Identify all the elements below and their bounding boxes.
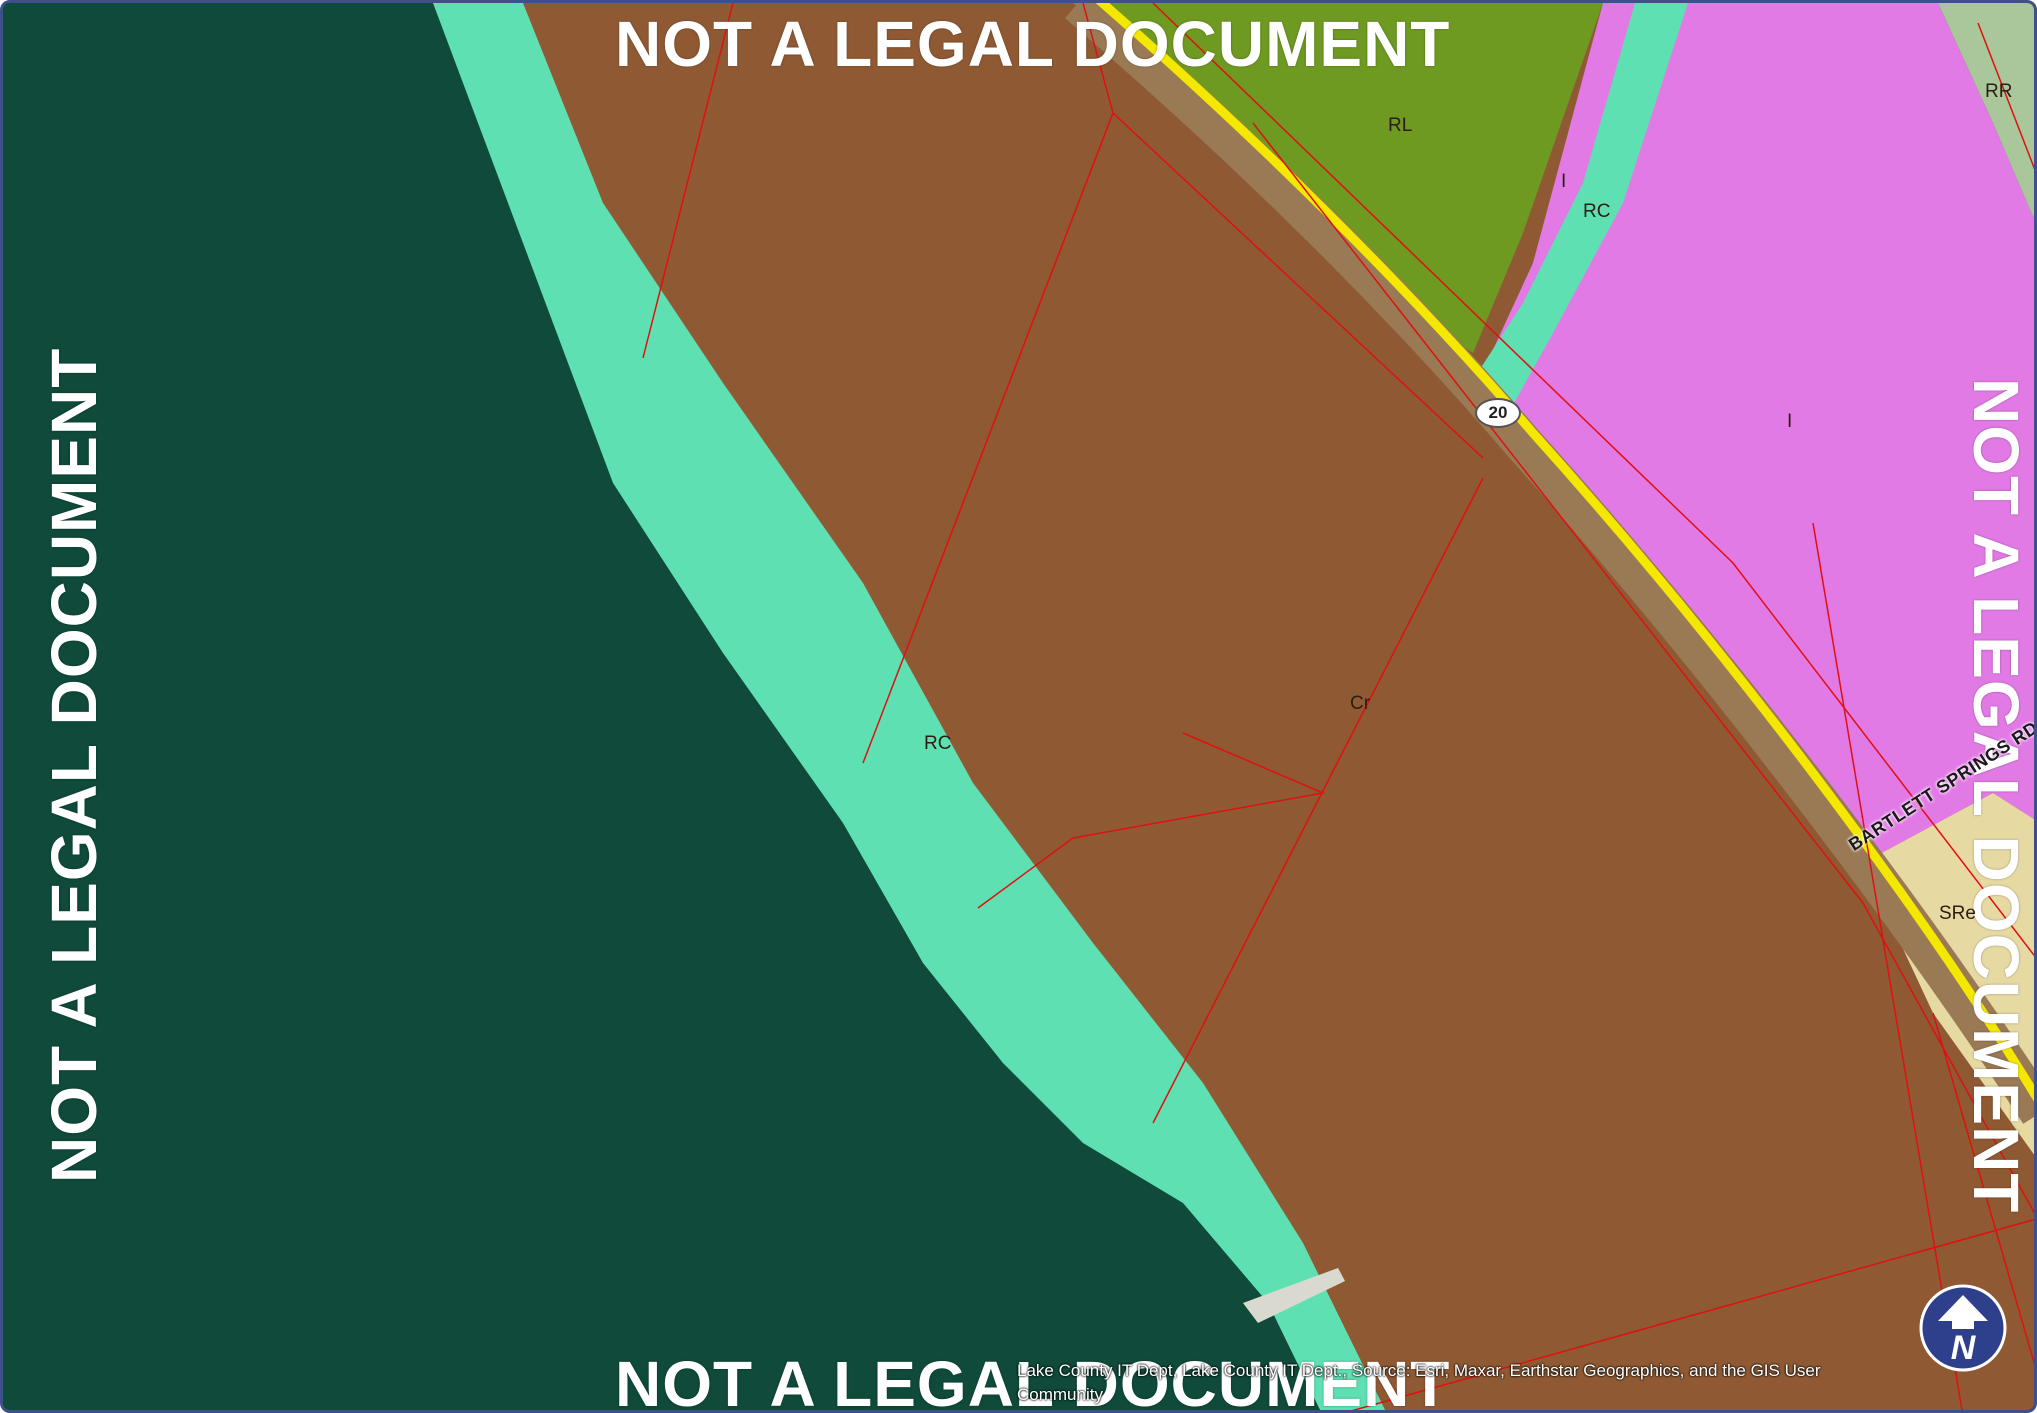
zone-label-rc-lower: RC	[924, 733, 952, 754]
dock	[1243, 1268, 1345, 1323]
highway-20-centerline	[1095, 3, 2034, 1102]
zone-label-i-main: I	[1787, 411, 1793, 432]
route-shield-icon: 20	[1475, 398, 1521, 428]
watermark-right: NOT A LEGAL DOCUMENT	[1960, 378, 2032, 1214]
zone-label-sre: SRe	[1939, 903, 1976, 924]
zone-label-rc-upper: RC	[1583, 201, 1611, 222]
zone-riparian-strip	[1471, 3, 1688, 423]
zone-label-i-small: I	[1561, 171, 1567, 192]
zone-label-rr: RR	[1985, 81, 2013, 102]
north-arrow-icon[interactable]: N	[1918, 1283, 2008, 1373]
highway-20-road	[1064, 3, 2034, 1124]
zone-label-cr: Cr	[1350, 693, 1371, 714]
zone-riparian-band	[433, 3, 1386, 1410]
parcel-lines	[642, 3, 2034, 1410]
watermark-bottom: NOT A LEGAL DOCUMENT	[615, 1348, 1451, 1413]
north-arrow-label: N	[1951, 1329, 1977, 1367]
watermark-top: NOT A LEGAL DOCUMENT	[615, 8, 1451, 80]
map-attribution: Lake County IT Dept, Lake County IT Dept…	[1017, 1361, 1821, 1404]
map-canvas[interactable]	[3, 3, 2037, 1413]
zone-rural-residential	[1938, 3, 2034, 219]
watermark-left: NOT A LEGAL DOCUMENT	[38, 347, 110, 1183]
zone-label-rl: RL	[1388, 115, 1413, 136]
